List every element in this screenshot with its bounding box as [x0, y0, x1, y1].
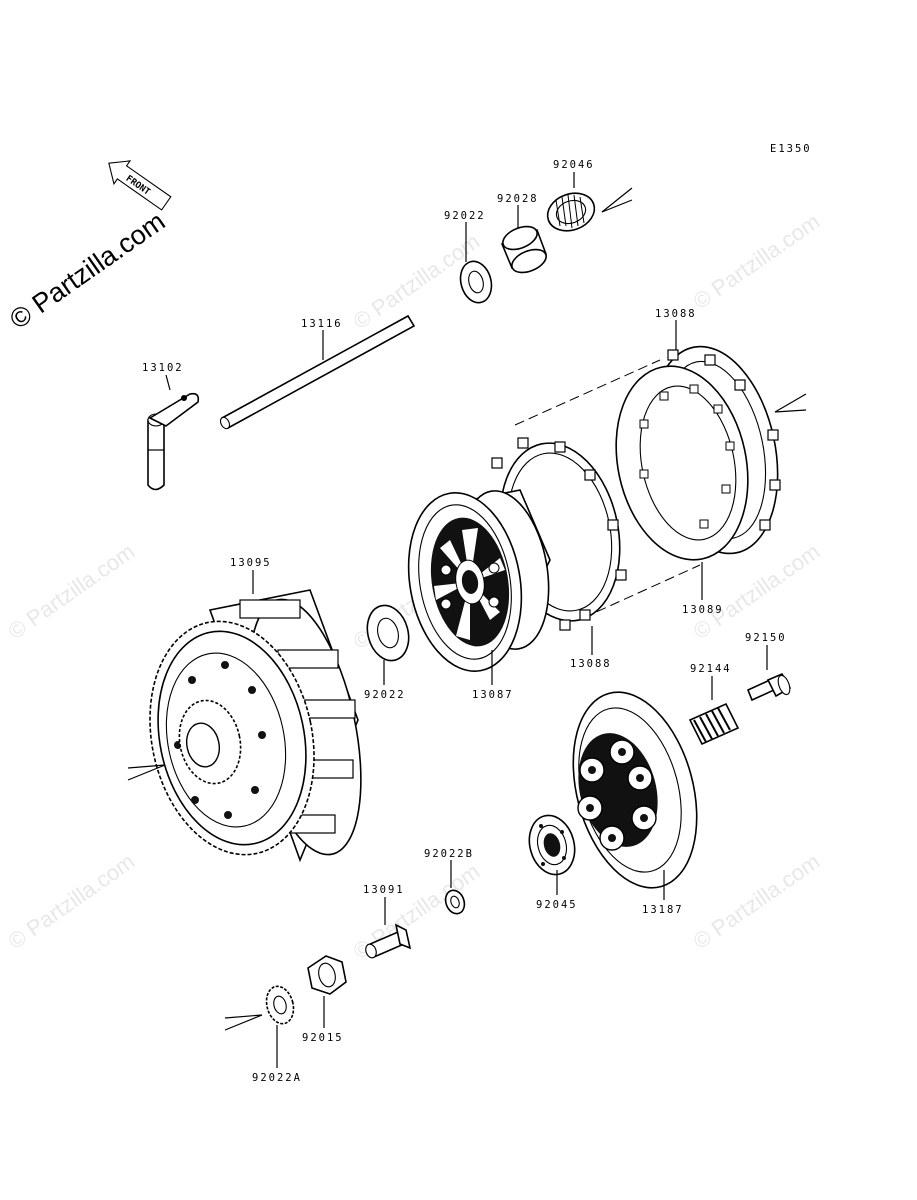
pressure-plate [572, 691, 698, 900]
bolt [746, 645, 792, 702]
part-label: 13088 [655, 308, 697, 320]
copyright-text: © Partzilla.com [4, 206, 170, 335]
part-label: 92045 [536, 899, 578, 911]
pusher [365, 897, 412, 959]
part-label: 92144 [690, 663, 732, 675]
part-label: 92022B [424, 848, 474, 860]
sleeve [500, 205, 548, 274]
washer-middle [366, 604, 410, 685]
part-label: 92022A [252, 1072, 302, 1084]
part-label: 13095 [230, 557, 272, 569]
leader-line [165, 374, 171, 391]
part-label: 92015 [302, 1032, 344, 1044]
part-label: 13087 [472, 689, 514, 701]
part-label: 13089 [682, 604, 724, 616]
part-label: 13102 [142, 362, 184, 374]
part-label: 13187 [642, 904, 684, 916]
part-label: 13116 [301, 318, 343, 330]
washer-small [444, 860, 466, 915]
part-label: 13088 [570, 658, 612, 670]
watermark: © Partzilla.com [689, 209, 825, 315]
diagram-code: E1350 [770, 143, 812, 155]
release-shaft [147, 374, 200, 491]
lock-washer [224, 985, 295, 1068]
nut [307, 955, 347, 1028]
part-label: 13091 [363, 884, 405, 896]
watermark: © Partzilla.com [689, 849, 825, 955]
ball-bearing [528, 814, 576, 895]
spring [688, 676, 740, 746]
part-label: 92022 [364, 689, 406, 701]
steel-plate [514, 359, 749, 619]
part-label: 92150 [745, 632, 787, 644]
front-arrow-icon: FRONT [108, 160, 172, 211]
watermark: © Partzilla.com [4, 539, 140, 645]
watermark: © Partzilla.com [4, 849, 140, 955]
washer-top [459, 222, 493, 304]
part-label: 92022 [444, 210, 486, 222]
push-rod [219, 314, 416, 430]
needle-bearing [546, 172, 633, 232]
clutch-housing [127, 570, 362, 863]
part-label: 92046 [553, 159, 595, 171]
part-label: 92028 [497, 193, 539, 205]
part-labels: 92046 92028 92022 13116 13102 13088 1308… [142, 159, 787, 1084]
clutch-hub [407, 489, 551, 685]
